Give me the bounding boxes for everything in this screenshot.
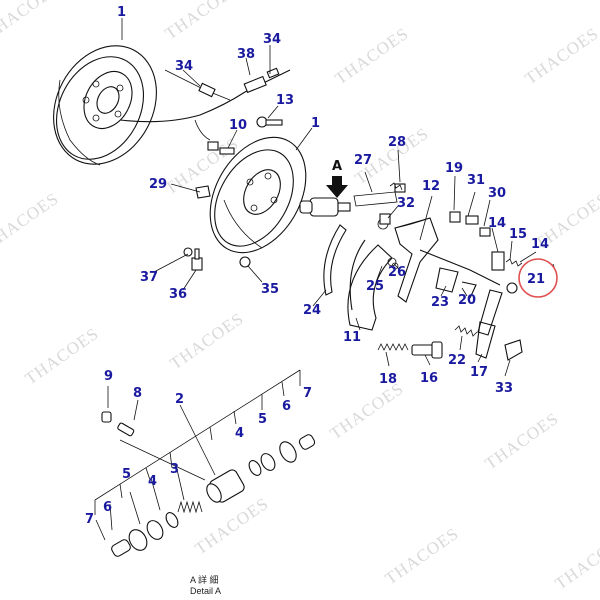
callout-12: 12 — [422, 179, 440, 194]
watermark: THACOES — [0, 189, 62, 254]
callout-13: 13 — [276, 93, 294, 108]
callout-4: 4 — [148, 474, 157, 489]
watermark: THACOES — [21, 324, 102, 389]
callout-34: 34 — [263, 32, 281, 47]
callout-6: 6 — [282, 399, 291, 414]
callout-14: 14 — [531, 237, 549, 252]
callout-11: 11 — [343, 330, 361, 345]
callout-8: 8 — [133, 386, 142, 401]
callout-7: 7 — [303, 386, 312, 401]
callout-14: 14 — [488, 216, 506, 231]
callout-38: 38 — [237, 47, 255, 62]
watermark: THACOES — [0, 0, 62, 43]
callout-5: 5 — [258, 412, 267, 427]
callout-7: 7 — [85, 512, 94, 527]
backing-plate-left — [53, 45, 157, 166]
callout-30: 30 — [488, 186, 506, 201]
springs-and-pins — [377, 182, 523, 359]
callout-25: 25 — [366, 279, 384, 294]
caption-line-1: A 詳 細 — [190, 574, 219, 585]
callout-4: 4 — [235, 426, 244, 441]
watermark: THACOES — [551, 529, 600, 594]
callout-21: 21 — [527, 272, 545, 287]
callout-17: 17 — [470, 365, 488, 380]
watermark: THACOES — [381, 524, 462, 589]
detail-a-indicator: A — [326, 159, 348, 198]
callout-1: 1 — [117, 5, 126, 20]
detail-a-label: A — [332, 159, 342, 174]
callout-1: 1 — [311, 116, 320, 131]
callout-18: 18 — [379, 372, 397, 387]
watermark: THACOES — [326, 379, 407, 444]
callout-20: 20 — [458, 293, 476, 308]
callout-36: 36 — [169, 287, 187, 302]
watermark: THACOES — [521, 24, 600, 89]
callout-16: 16 — [420, 371, 438, 386]
callout-19: 19 — [445, 161, 463, 176]
detail-a-exploded-view — [94, 369, 316, 557]
small-parts-29-35-36-37 — [183, 185, 251, 271]
caption-line-2: Detail A — [190, 586, 221, 596]
brake-shoes — [323, 183, 439, 331]
wheel-cylinder-center — [299, 197, 351, 217]
callout-23: 23 — [431, 295, 449, 310]
callout-2: 2 — [175, 392, 184, 407]
callout-6: 6 — [103, 500, 112, 515]
watermark: THACOES — [166, 309, 247, 374]
detail-caption: A 詳 細 Detail A — [190, 574, 221, 596]
parking-cable — [119, 67, 291, 141]
watermark: THACOES — [191, 494, 272, 559]
callout-10: 10 — [229, 118, 247, 133]
callout-32: 32 — [397, 196, 415, 211]
callout-9: 9 — [104, 369, 113, 384]
callout-5: 5 — [122, 467, 131, 482]
callout-24: 24 — [303, 303, 321, 318]
callout-33: 33 — [495, 381, 513, 396]
callout-31: 31 — [467, 173, 485, 188]
leader-lines — [121, 18, 556, 377]
callout-3: 3 — [170, 462, 179, 477]
watermark: THACOES — [331, 24, 412, 89]
bolt-parts-10-13 — [207, 116, 283, 155]
callout-27: 27 — [354, 153, 372, 168]
watermark: THACOES — [481, 409, 562, 474]
callout-labels: 1 1 2 3 4 4 5 5 6 6 7 7 8 9 10 11 12 13 … — [85, 5, 549, 527]
callout-28: 28 — [388, 135, 406, 150]
callout-29: 29 — [149, 177, 167, 192]
highlight-circle — [518, 258, 558, 298]
callout-22: 22 — [448, 353, 466, 368]
callout-15: 15 — [509, 227, 527, 242]
callout-34: 34 — [175, 59, 193, 74]
backing-plate-center — [209, 136, 307, 254]
callout-37: 37 — [140, 270, 158, 285]
callout-26: 26 — [388, 265, 406, 280]
watermark: THACOES — [161, 0, 242, 43]
callout-35: 35 — [261, 282, 279, 297]
